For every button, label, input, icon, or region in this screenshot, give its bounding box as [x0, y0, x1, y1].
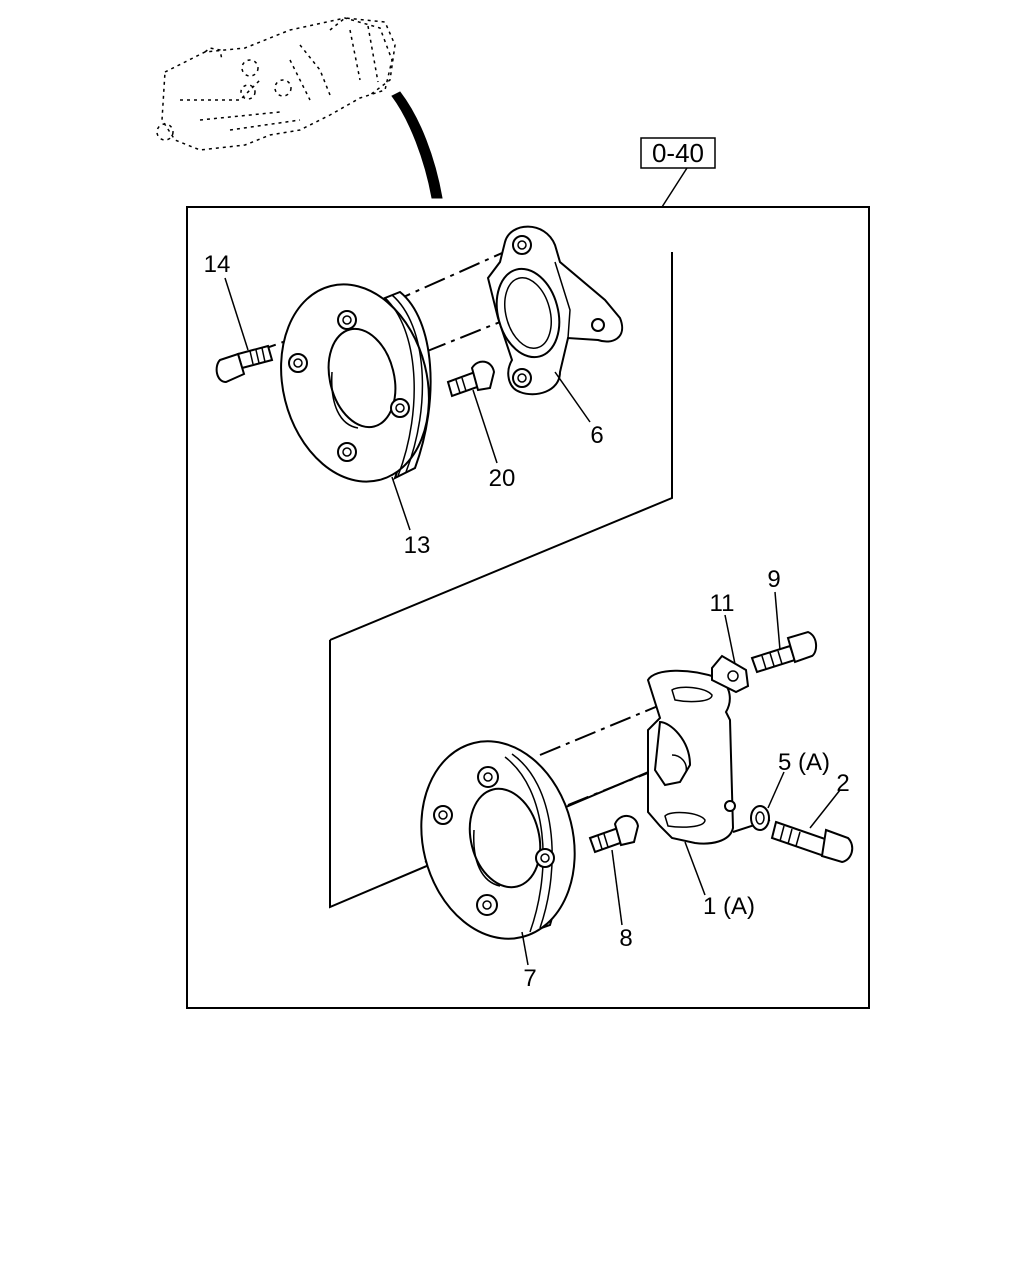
- engine-overview-sketch: [156, 17, 396, 151]
- detail-frame: [186, 206, 870, 1009]
- reference-leader: [661, 167, 688, 208]
- upper-plane-outline: [329, 252, 673, 641]
- callout-6: 6: [590, 422, 603, 449]
- callout-14: 14: [204, 251, 231, 278]
- reference-label-box: [640, 137, 716, 169]
- bolt-20: [446, 360, 496, 398]
- housing-bracket-6: [486, 225, 623, 396]
- callout-5: 5 (A): [778, 749, 830, 776]
- flange-disc-7: [420, 740, 576, 940]
- callout-labels: 14 13 20 6 11 9 5 (A) 2 1 (A) 8 7: [204, 251, 850, 992]
- callout-1: 1 (A): [703, 893, 755, 920]
- clamp-lever-1: [646, 669, 736, 845]
- plate-11: [711, 654, 750, 694]
- callout-20: 20: [489, 465, 516, 492]
- callout-9: 9: [767, 566, 780, 593]
- bolt-8: [588, 815, 640, 854]
- lower-leaders: [521, 591, 841, 966]
- reference-label: 0-40: [652, 138, 704, 168]
- flange-disc-13: [280, 283, 432, 483]
- detail-pointer-arrow: [391, 91, 443, 199]
- bolt-14: [215, 344, 274, 384]
- upper-leaders: [224, 277, 591, 531]
- bolt-2: [770, 820, 854, 864]
- bolt-9: [750, 630, 818, 674]
- callout-2: 2: [836, 770, 849, 797]
- callout-7: 7: [523, 965, 536, 992]
- callout-8: 8: [619, 925, 632, 952]
- callout-13: 13: [404, 532, 431, 559]
- washer-5: [750, 805, 770, 831]
- callout-11: 11: [710, 590, 735, 617]
